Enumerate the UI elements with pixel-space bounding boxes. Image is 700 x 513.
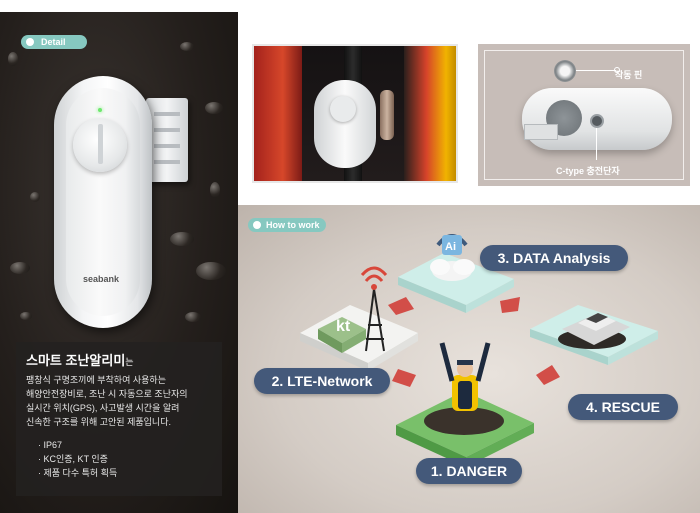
usb-c-port-icon — [590, 114, 604, 128]
battery-kt-icon — [318, 317, 366, 353]
description-line: 해양안전장비로, 조난 시 자동으로 조난자의 — [26, 389, 188, 399]
status-led-icon — [98, 108, 102, 112]
life-vest-photo — [252, 44, 458, 183]
product-description: 팽창식 구명조끼에 부착하여 사용하는 해양안전장비로, 조난 시 자동으로 조… — [26, 373, 212, 429]
how-dot-icon — [253, 221, 261, 229]
feature-list: · IP67 · KC인증, KT 인증 · 제품 다수 특허 획득 — [26, 438, 212, 480]
activation-pin-icon — [554, 60, 576, 82]
device-logo: seabank — [82, 274, 120, 284]
device-worn-image — [314, 80, 376, 168]
description-line: 실시간 위치(GPS), 사고발생 시간을 알려 — [26, 403, 180, 413]
kt-logo: kt — [336, 318, 351, 335]
feature-item: · 제품 다수 특허 획득 — [38, 468, 118, 478]
activation-pin-label: 작동 핀 — [615, 70, 643, 80]
pin-callout-line — [576, 70, 616, 71]
how-to-work-label: How to work — [266, 220, 320, 230]
detail-tag-label: Detail — [41, 37, 66, 47]
arrow-data-to-rescue-icon — [500, 297, 520, 313]
inflator-canister — [380, 90, 394, 140]
feature-item: · IP67 — [38, 440, 63, 450]
step-danger-label: 1. DANGER — [416, 458, 522, 484]
description-box: 스마트 조난알리미는 팽창식 구명조끼에 부착하여 사용하는 해양안전장비로, … — [16, 342, 222, 496]
how-to-work-tag: How to work — [248, 218, 326, 232]
cell-tower-icon — [360, 266, 388, 352]
description-line: 팽창식 구명조끼에 부착하여 사용하는 — [26, 375, 166, 385]
device-dial-notch — [98, 124, 103, 164]
feature-item: · KC인증, KT 인증 — [38, 454, 108, 464]
step-rescue-label: 4. RESCUE — [568, 394, 678, 420]
back-clip — [524, 124, 558, 140]
description-line: 신속한 구조를 위해 고안된 제품입니다. — [26, 417, 171, 427]
step-lte-network-label: 2. LTE-Network — [254, 368, 390, 394]
port-callout-line — [596, 128, 597, 160]
product-title: 스마트 조난알리미는 — [26, 353, 134, 368]
how-to-work-diagram: kt Ai — [300, 234, 658, 467]
device-clip — [146, 98, 188, 182]
arrow-lte-to-data-icon — [388, 297, 414, 315]
person-in-distress-icon — [439, 342, 491, 411]
ai-logo: Ai — [445, 241, 456, 253]
photo-frame — [484, 50, 684, 180]
rescue-boat-icon — [558, 313, 630, 349]
device-back-photo — [478, 44, 690, 186]
arrow-danger-to-lte-icon — [392, 369, 416, 387]
danger-tile — [396, 391, 534, 467]
detail-tag: Detail — [21, 35, 87, 49]
device-worn-dial-icon — [330, 96, 356, 122]
pin-callout-dot-icon — [614, 67, 620, 73]
step-data-analysis-label: 3. DATA Analysis — [480, 245, 628, 271]
charging-port-label: C-type 충전단자 — [556, 166, 620, 176]
detail-dot-icon — [26, 38, 34, 46]
arrow-rescue-to-danger-icon — [536, 365, 560, 385]
ai-cloud-icon — [430, 234, 475, 281]
